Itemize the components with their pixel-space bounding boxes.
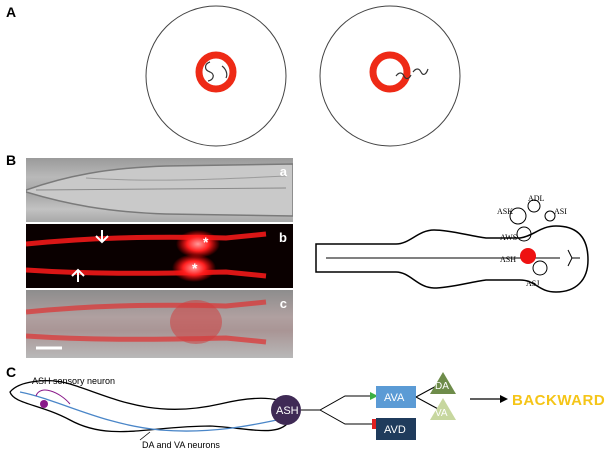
label-ask: ASK bbox=[497, 207, 513, 216]
worm-crossing-ring bbox=[395, 72, 412, 80]
neuron-aws bbox=[516, 226, 532, 242]
node-ava bbox=[376, 386, 416, 408]
subpanel-a-letter: a bbox=[279, 164, 287, 179]
panel-b-letter: B bbox=[6, 152, 17, 168]
inhibitory-bar bbox=[372, 419, 376, 429]
label-aws: AWS bbox=[500, 233, 517, 242]
micrograph-fluorescence: * * b bbox=[26, 224, 293, 288]
micrograph-brightfield: a bbox=[26, 158, 293, 222]
node-va-label: VA bbox=[435, 408, 448, 419]
label-ash: ASH bbox=[500, 255, 516, 264]
micrograph-overlay: c bbox=[26, 290, 293, 358]
panel-a-letter: A bbox=[6, 4, 17, 20]
label-asi: ASI bbox=[554, 207, 567, 216]
neuron-ash bbox=[520, 248, 536, 264]
excitatory-arrow bbox=[370, 392, 378, 400]
panel-c-letter: C bbox=[6, 364, 17, 380]
head-outline bbox=[315, 225, 589, 293]
subpanel-c-letter: c bbox=[279, 296, 287, 311]
label-ash-sensory: ASH sensory neuron bbox=[32, 376, 115, 386]
output-arrow bbox=[500, 395, 508, 403]
node-avd-label: AVD bbox=[384, 424, 406, 436]
ash-soma-dot bbox=[40, 400, 48, 408]
node-avd bbox=[376, 418, 416, 440]
ring-right bbox=[369, 51, 411, 93]
dish-right bbox=[319, 5, 461, 147]
node-ava-label: AVA bbox=[384, 392, 405, 404]
asterisk-upper: * bbox=[203, 234, 209, 250]
neuron-asi bbox=[544, 210, 556, 222]
ring-left bbox=[195, 51, 237, 93]
neuron-adl bbox=[527, 199, 541, 213]
node-va bbox=[430, 398, 456, 420]
label-da-va: DA and VA neurons bbox=[142, 440, 220, 450]
label-asj: ASJ bbox=[526, 279, 539, 288]
worm-inside-ring bbox=[204, 61, 214, 82]
backward-label: BACKWARD bbox=[512, 392, 605, 409]
node-ash-label: ASH bbox=[276, 405, 299, 417]
neuron-asj bbox=[532, 260, 548, 276]
dish-left bbox=[145, 5, 287, 147]
node-da-label: DA bbox=[435, 381, 449, 392]
label-adl: ADL bbox=[528, 194, 545, 203]
worm-diagram bbox=[9, 380, 293, 433]
subpanel-b-letter: b bbox=[279, 230, 287, 245]
node-da bbox=[430, 372, 456, 394]
asterisk-lower: * bbox=[192, 260, 198, 276]
neuron-ask bbox=[509, 207, 527, 225]
node-ash bbox=[271, 395, 301, 425]
